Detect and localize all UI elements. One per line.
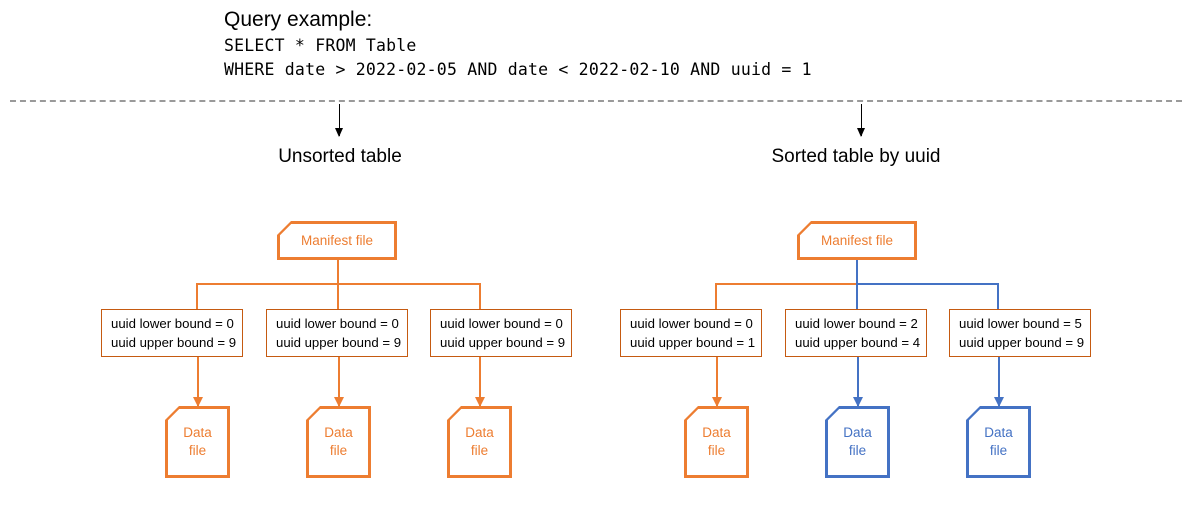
data-file-line-1: Data (465, 425, 494, 440)
bounds-upper-label: uuid upper bound = 1 (630, 335, 756, 350)
bounds-upper-label: uuid upper bound = 9 (276, 335, 402, 350)
bounds-box-unsorted-3[interactable]: uuid lower bound = 0 uuid upper bound = … (430, 309, 572, 357)
bounds-upper-label: uuid upper bound = 9 (440, 335, 566, 350)
bounds-upper-label: uuid upper bound = 4 (795, 335, 921, 350)
bounds-upper-label: uuid upper bound = 9 (111, 335, 237, 350)
connector-drop-unsorted-3 (479, 283, 481, 310)
bounds-lower-label: uuid lower bound = 2 (795, 316, 918, 331)
connector-trunk-unsorted (337, 260, 339, 284)
connector-bus-sorted-left (715, 283, 857, 285)
down-arrow-icon-unsorted (334, 104, 343, 137)
manifest-file-unsorted[interactable]: Manifest file (277, 221, 397, 260)
data-file-line-1: Data (984, 425, 1013, 440)
bounds-box-sorted-2[interactable]: uuid lower bound = 2 uuid upper bound = … (785, 309, 927, 357)
manifest-file-label: Manifest file (300, 233, 374, 248)
section-title-unsorted: Unsorted table (278, 146, 402, 167)
data-file-sorted-3[interactable]: Data file (966, 406, 1031, 478)
bounds-lower-label: uuid lower bound = 0 (440, 316, 563, 331)
data-file-line-1: Data (702, 425, 731, 440)
data-file-label: Data file (702, 424, 731, 460)
connector-trunk-sorted (856, 260, 858, 284)
bounds-box-sorted-3[interactable]: uuid lower bound = 5 uuid upper bound = … (949, 309, 1091, 357)
data-file-line-1: Data (843, 425, 872, 440)
data-file-line-2: file (470, 443, 489, 458)
manifest-file-label: Manifest file (820, 233, 894, 248)
connector-drop-unsorted-2 (337, 283, 339, 310)
data-file-unsorted-2[interactable]: Data file (306, 406, 371, 478)
bounds-box-unsorted-1[interactable]: uuid lower bound = 0 uuid upper bound = … (101, 309, 243, 357)
query-title: Query example: (224, 8, 373, 31)
data-file-sorted-1[interactable]: Data file (684, 406, 749, 478)
bounds-box-unsorted-2[interactable]: uuid lower bound = 0 uuid upper bound = … (266, 309, 408, 357)
down-arrow-icon-sorted (856, 104, 865, 137)
data-file-label: Data file (984, 424, 1013, 460)
data-file-line-2: file (707, 443, 726, 458)
connector-bus-sorted-right (856, 283, 999, 285)
data-file-label: Data file (465, 424, 494, 460)
data-file-line-1: Data (324, 425, 353, 440)
data-file-line-2: file (329, 443, 348, 458)
data-file-sorted-2[interactable]: Data file (825, 406, 890, 478)
data-file-label: Data file (324, 424, 353, 460)
query-line-2: WHERE date > 2022-02-05 AND date < 2022-… (224, 60, 812, 79)
connector-drop-sorted-1 (715, 283, 717, 310)
data-file-label: Data file (183, 424, 212, 460)
data-file-line-2: file (848, 443, 867, 458)
data-file-line-2: file (989, 443, 1008, 458)
query-example-block: Query example: SELECT * FROM Table WHERE… (224, 6, 984, 82)
data-file-line-1: Data (183, 425, 212, 440)
data-file-line-2: file (188, 443, 207, 458)
manifest-file-sorted[interactable]: Manifest file (797, 221, 917, 260)
bounds-lower-label: uuid lower bound = 0 (276, 316, 399, 331)
bounds-lower-label: uuid lower bound = 0 (111, 316, 234, 331)
bounds-upper-label: uuid upper bound = 9 (959, 335, 1085, 350)
bounds-box-sorted-1[interactable]: uuid lower bound = 0 uuid upper bound = … (620, 309, 762, 357)
dashed-divider (10, 100, 1182, 102)
connector-drop-sorted-3 (997, 283, 999, 310)
bounds-lower-label: uuid lower bound = 0 (630, 316, 753, 331)
section-title-sorted: Sorted table by uuid (771, 146, 941, 167)
data-file-unsorted-3[interactable]: Data file (447, 406, 512, 478)
bounds-lower-label: uuid lower bound = 5 (959, 316, 1082, 331)
connector-drop-unsorted-1 (196, 283, 198, 310)
data-file-label: Data file (843, 424, 872, 460)
connector-drop-sorted-2 (856, 283, 858, 310)
query-line-1: SELECT * FROM Table (224, 36, 417, 55)
data-file-unsorted-1[interactable]: Data file (165, 406, 230, 478)
